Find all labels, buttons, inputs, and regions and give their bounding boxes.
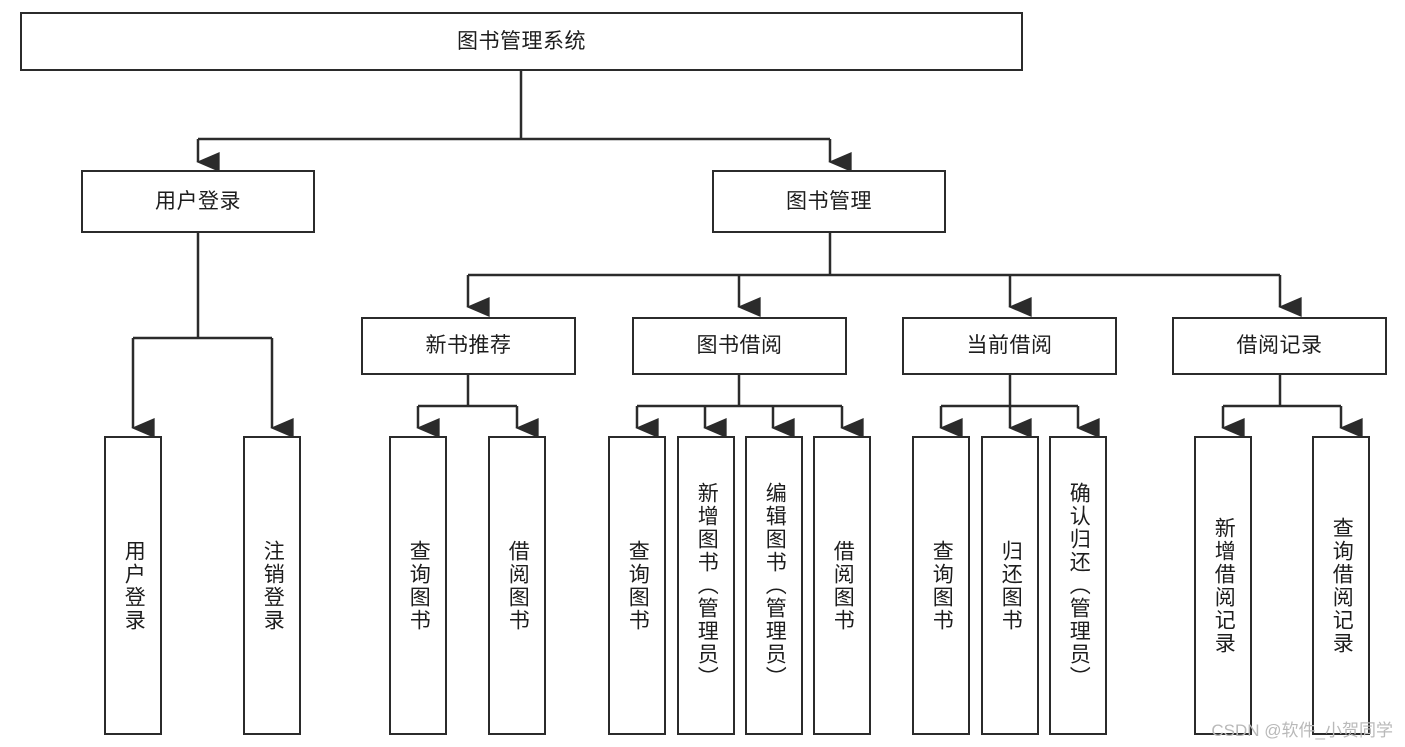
node-label: 新增图书（管理员） — [695, 482, 719, 689]
node-label: 确认归还（管理员） — [1067, 482, 1091, 689]
node-label: 注销登录 — [261, 539, 285, 632]
node-user-login[interactable]: 用户登录 — [81, 170, 315, 233]
leaf-book-borrow-edit-book[interactable]: 编辑图书（管理员） — [745, 436, 803, 735]
node-new-book-recommend[interactable]: 新书推荐 — [361, 317, 576, 375]
node-book-borrow[interactable]: 图书借阅 — [632, 317, 847, 375]
node-label: 借阅记录 — [1236, 334, 1323, 358]
node-label: 图书借阅 — [696, 334, 783, 358]
csdn-watermark: CSDN @软件_小贺同学 — [1211, 721, 1393, 740]
node-label: 借阅图书 — [506, 539, 530, 632]
node-root-book-management-system[interactable]: 图书管理系统 — [20, 12, 1023, 71]
node-label: 图书管理系统 — [457, 29, 586, 53]
node-label: 查询图书 — [626, 539, 650, 632]
node-label: 用户登录 — [155, 189, 241, 213]
leaf-new-book-borrow-book[interactable]: 借阅图书 — [488, 436, 546, 735]
node-label: 图书管理 — [786, 189, 872, 213]
node-borrow-record[interactable]: 借阅记录 — [1172, 317, 1387, 375]
node-label: 新增借阅记录 — [1212, 516, 1236, 655]
node-book-management[interactable]: 图书管理 — [712, 170, 946, 233]
leaf-borrow-record-query-record[interactable]: 查询借阅记录 — [1312, 436, 1370, 735]
leaf-user-login-login[interactable]: 用户登录 — [104, 436, 162, 735]
node-label: 查询图书 — [930, 539, 954, 632]
node-label: 当前借阅 — [966, 334, 1053, 358]
node-label: 查询图书 — [407, 539, 431, 632]
leaf-book-borrow-add-book[interactable]: 新增图书（管理员） — [677, 436, 735, 735]
leaf-current-borrow-query-book[interactable]: 查询图书 — [912, 436, 970, 735]
leaf-new-book-query-book[interactable]: 查询图书 — [389, 436, 447, 735]
node-label: 用户登录 — [122, 539, 146, 632]
node-label: 查询借阅记录 — [1330, 516, 1354, 655]
leaf-current-borrow-confirm-return[interactable]: 确认归还（管理员） — [1049, 436, 1107, 735]
node-current-borrow[interactable]: 当前借阅 — [902, 317, 1117, 375]
node-label: 新书推荐 — [425, 334, 512, 358]
leaf-borrow-record-add-record[interactable]: 新增借阅记录 — [1194, 436, 1252, 735]
leaf-current-borrow-return-book[interactable]: 归还图书 — [981, 436, 1039, 735]
node-label: 借阅图书 — [831, 539, 855, 632]
leaf-user-login-logout[interactable]: 注销登录 — [243, 436, 301, 735]
node-label: 编辑图书（管理员） — [763, 482, 787, 689]
leaf-book-borrow-borrow-book[interactable]: 借阅图书 — [813, 436, 871, 735]
node-label: 归还图书 — [999, 539, 1023, 632]
leaf-book-borrow-query-book[interactable]: 查询图书 — [608, 436, 666, 735]
